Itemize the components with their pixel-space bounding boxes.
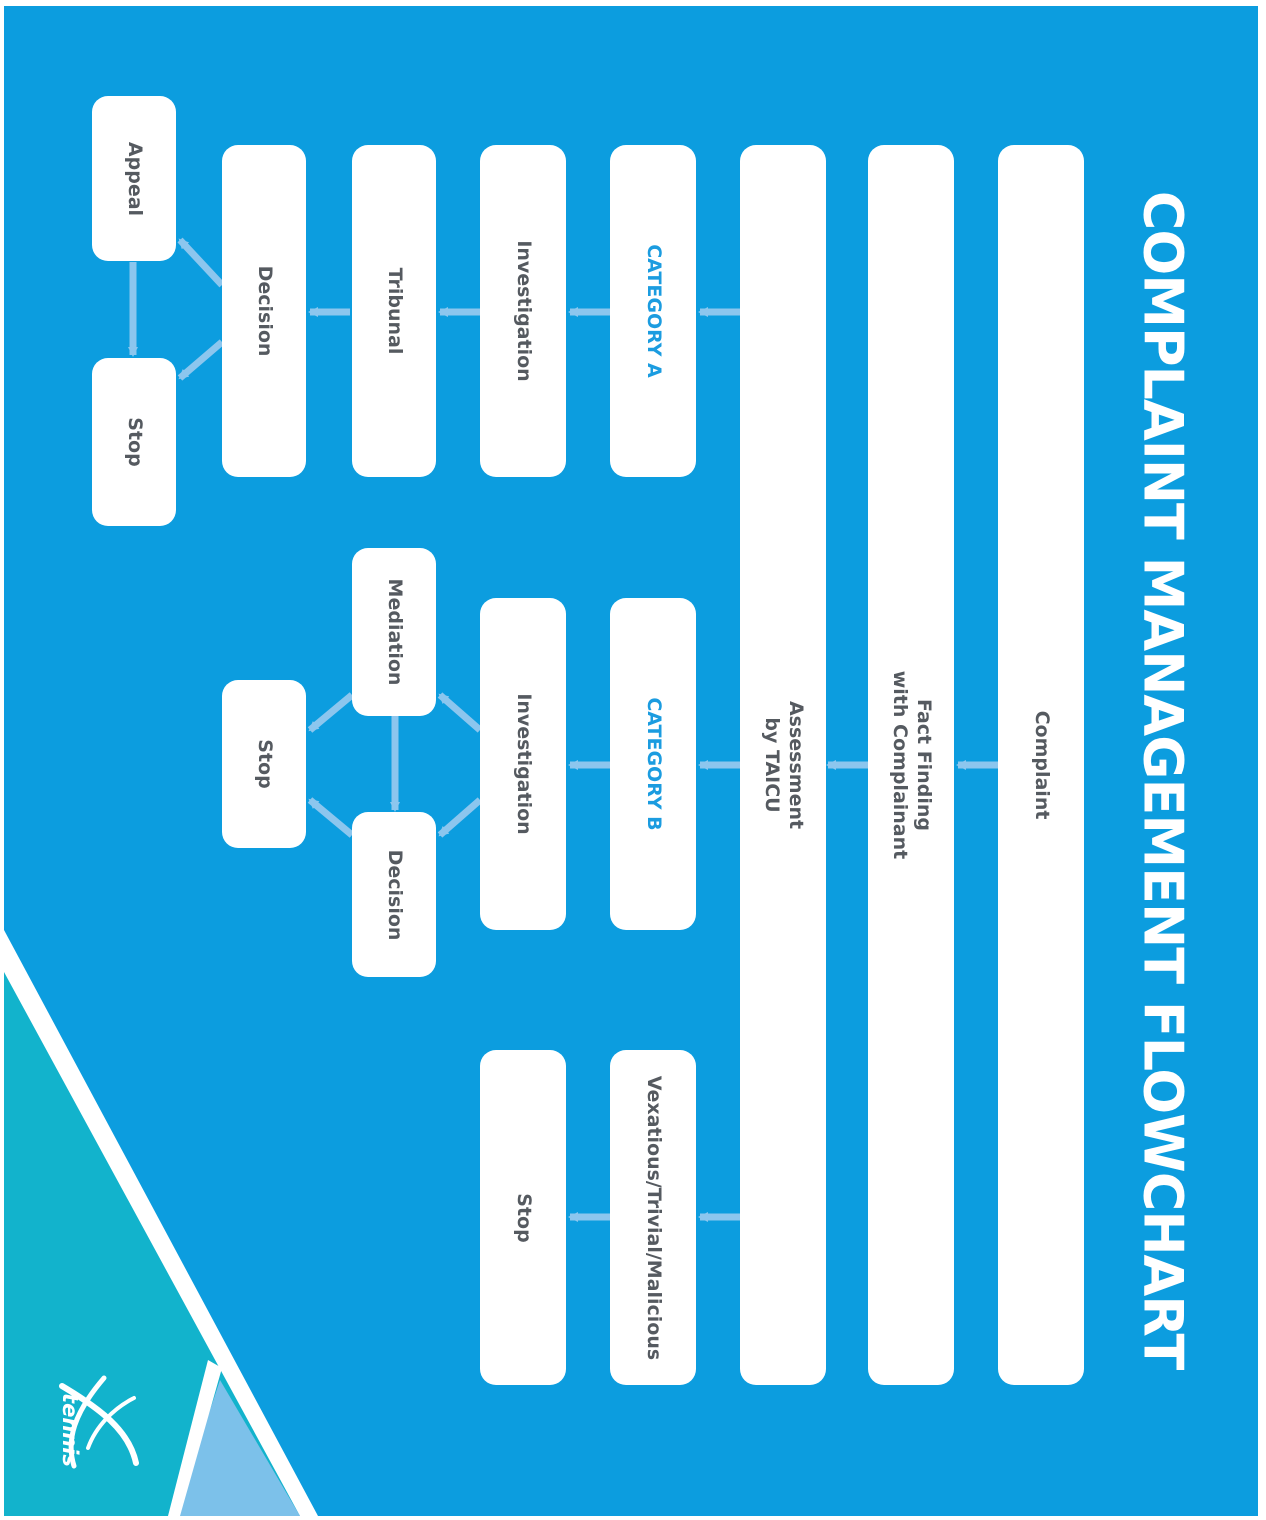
arrow-decision-b-to-stop [307,797,355,838]
corner-white-stripe [4,930,318,1516]
complaint-box: Complaint [998,145,1084,1385]
vexatious-box: Vexatious/Trivial/Malicious [610,1050,696,1385]
category-b-box: CATEGORY B [610,598,696,930]
page-edge [1258,0,1266,1520]
corner-light-triangle [175,1380,300,1516]
investigation-a-box: Investigation [480,145,566,477]
vexatious-label: Vexatious/Trivial/Malicious [642,1075,665,1360]
investigation-b-box: Investigation [480,598,566,930]
mediation-label: Mediation [383,578,406,686]
arrow-decision-to-stop [177,339,225,381]
assessment-label: Assessment by TAICU [761,700,807,830]
page-title: COMPLAINT MANAGEMENT FLOWCHART [1131,190,1195,1370]
fact-finding-box: Fact Finding with Complainant [868,145,954,1385]
arrow-investigation-to-decision-b [437,797,483,838]
investigation-a-label: Investigation [512,240,535,382]
category-b-label: CATEGORY B [642,697,665,831]
mediation-box: Mediation [352,548,436,716]
tennis-logo-icon [59,1375,139,1469]
decision-b-box: Decision [352,812,436,977]
appeal-box: Appeal [92,96,176,261]
tribunal-box: Tribunal [352,145,436,477]
assessment-box: Assessment by TAICU [740,145,826,1385]
category-a-box: CATEGORY A [610,145,696,477]
arrow-investigation-to-mediation [437,692,483,733]
category-a-label: CATEGORY A [642,244,665,378]
tribunal-label: Tribunal [383,267,406,355]
arrow-decision-to-appeal [177,237,225,288]
corner-white-edge [168,1360,222,1516]
stop-a-box: Stop [92,358,176,526]
investigation-b-label: Investigation [512,693,535,835]
appeal-label: Appeal [123,141,146,216]
arrow-mediation-to-stop [307,692,355,733]
stop-a-label: Stop [123,417,146,467]
decision-a-box: Decision [222,145,306,477]
stop-vexatious-box: Stop [480,1050,566,1385]
complaint-label: Complaint [1030,710,1053,820]
stop-b-label: Stop [253,739,276,789]
stop-b-box: Stop [222,680,306,848]
decision-b-label: Decision [383,849,406,940]
fact-finding-label: Fact Finding with Complainant [889,670,935,860]
stop-vexatious-label: Stop [512,1192,535,1243]
decision-a-label: Decision [253,265,276,357]
tennis-logo-text: tennis [58,1393,82,1467]
